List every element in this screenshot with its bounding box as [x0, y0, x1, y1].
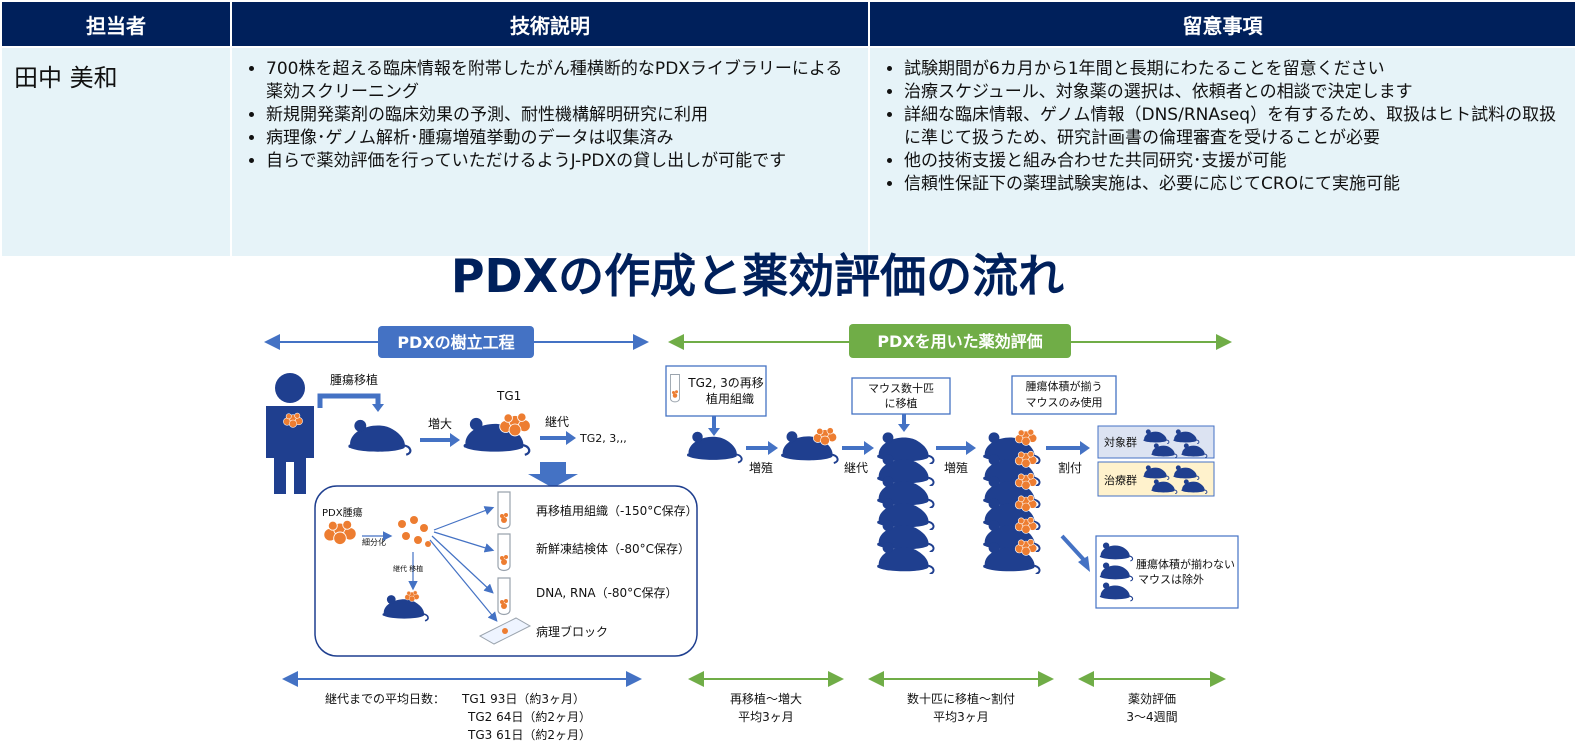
- enlarge-arrow: [420, 433, 460, 447]
- notes-cell: 試験期間が6カ月から1年間と長期にわたることを留意ください 治療スケジュール、対…: [868, 46, 1575, 258]
- note-item: 詳細な臨床情報、ゲノム情報（DNS/RNAseq）を有するため、取扱はヒト試料の…: [904, 104, 1563, 150]
- header-tech: 技術説明: [230, 0, 870, 48]
- sample-tube-icon: [497, 577, 511, 616]
- grow-label-1: 増殖: [749, 460, 773, 475]
- tech-cell: 700株を超える臨床情報を附帯したがん種横断的なPDXライブラリーによる薬効スク…: [230, 46, 870, 258]
- header-notes: 留意事項: [868, 0, 1575, 48]
- note-item: 試験期間が6カ月から1年間と長期にわたることを留意ください: [904, 58, 1563, 81]
- page-title: PDXの作成と薬効評価の流れ: [450, 249, 1065, 303]
- note-item: 治療スケジュール、対象薬の選択は、依頼者との相談で決定します: [904, 81, 1563, 104]
- passage-arrow-2: [842, 441, 874, 455]
- tumor-icon: [499, 412, 531, 437]
- phase1-text-1: 再移植～増大: [730, 691, 802, 706]
- store-dna-rna: DNA, RNA（-80°C保存）: [536, 586, 678, 600]
- transplant-box: [851, 377, 951, 415]
- grow-arrow-2: [936, 441, 976, 455]
- pdx-tumor-label: PDX腫瘍: [322, 506, 363, 519]
- sample-tube-icon: [670, 374, 680, 403]
- mouse-icon: [347, 418, 412, 456]
- tumor-icon: [812, 427, 838, 446]
- implant-arrow: [317, 393, 381, 408]
- assign-arrow: [1046, 441, 1090, 455]
- reimplant-box: [665, 365, 767, 417]
- note-item: 他の技術支援と組み合わせた共同研究･支援が可能: [904, 150, 1563, 173]
- fragment-label: 細分化: [362, 537, 386, 547]
- tech-item: 自らで薬効評価を行っていただけるようJ-PDXの貸し出しが可能です: [266, 150, 856, 173]
- info-table: 担当者 技術説明 留意事項 田中 美和 700株を超える臨床情報を附帯したがん種…: [0, 0, 1575, 258]
- passage-label-2: 継代: [844, 460, 868, 475]
- patient-icon: [266, 373, 314, 494]
- target-group-label: 対象群: [1104, 435, 1137, 449]
- grow-label-2: 増殖: [944, 460, 968, 475]
- enlarge-label: 増大: [428, 417, 452, 431]
- avg-days-tg2: TG2 64日（約2ヶ月）: [467, 709, 591, 724]
- person-name: 田中 美和: [0, 46, 232, 258]
- down-arrow: [528, 462, 578, 488]
- select-text-1: 腫瘍体積が揃う: [1026, 379, 1103, 393]
- avg-days-prefix: 継代までの平均日数：: [325, 691, 445, 706]
- reimplant-text-1: TG2, 3の再移: [687, 376, 764, 390]
- transplant-text-1: マウス数十匹: [868, 381, 934, 395]
- assign-label: 割付: [1058, 460, 1082, 475]
- mouse-stack-1: [876, 431, 935, 574]
- reimplant-text-2: 植用組織: [706, 391, 754, 406]
- fragments-icon: [398, 516, 431, 547]
- mouse-icon: [685, 430, 743, 464]
- header-person: 担当者: [0, 0, 232, 48]
- phase3-text-1: 薬効評価: [1128, 691, 1176, 706]
- select-box: [1011, 375, 1117, 415]
- exclude-text-2: マウスは除外: [1138, 572, 1204, 586]
- avg-days-tg1: TG1 93日（約3ヶ月）: [461, 691, 585, 706]
- phase2-text-1: 数十匹に移植～割付: [907, 691, 1015, 706]
- implant-label: 腫瘍移植: [330, 372, 378, 387]
- transplant-text-2: に移植: [885, 396, 918, 410]
- passage-implant-label: 継代 移植: [393, 564, 423, 573]
- mouse-stack-2: [982, 428, 1041, 574]
- store-retransplant: 再移植用組織（-150°C保存）: [536, 503, 698, 518]
- tg1-label: TG1: [496, 389, 521, 403]
- sample-tube-icon: [497, 491, 511, 530]
- phase1-text-2: 平均3ヶ月: [738, 710, 794, 724]
- note-item: 信頼性保証下の薬理試験実施は、必要に応じてCROにて実施可能: [904, 173, 1563, 196]
- grow-arrow-1: [746, 441, 778, 455]
- establish-label-box: [378, 326, 534, 358]
- evaluation-label: PDXを用いた薬効評価: [877, 332, 1042, 351]
- tech-item: 700株を超える臨床情報を附帯したがん種横断的なPDXライブラリーによる薬効スク…: [266, 58, 856, 104]
- store-pathology: 病理ブロック: [536, 624, 608, 639]
- avg-days-tg3: TG3 61日（約2ヶ月）: [467, 727, 591, 742]
- exclude-text-1: 腫瘍体積が揃わない: [1136, 557, 1235, 571]
- establish-label: PDXの樹立工程: [397, 333, 514, 352]
- passage-label: 継代: [545, 414, 569, 429]
- select-text-2: マウスのみ使用: [1026, 396, 1103, 409]
- phase2-text-2: 平均3ヶ月: [933, 710, 989, 724]
- tech-item: 新規開発薬剤の臨床効果の予測、耐性機構解明研究に利用: [266, 104, 856, 127]
- treatment-group-label: 治療群: [1104, 473, 1137, 487]
- store-frozen: 新鮮凍結検体（-80°C保存）: [536, 541, 690, 556]
- phase3-text-2: 3～4週間: [1126, 710, 1177, 724]
- passage-arrow: [540, 431, 576, 445]
- tg-next-label: TG2, 3,,,: [579, 432, 627, 445]
- tech-item: 病理像･ゲノム解析･腫瘍増殖挙動のデータは収集済み: [266, 127, 856, 150]
- sample-tube-icon: [497, 533, 511, 572]
- evaluation-label-box: [849, 324, 1071, 358]
